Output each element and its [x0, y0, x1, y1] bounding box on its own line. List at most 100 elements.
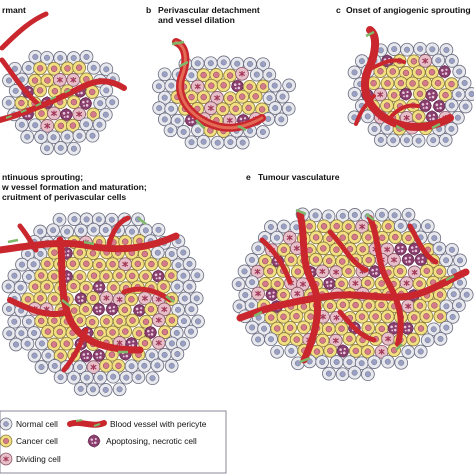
- panel-e-title-line-1: Tumour vasculature: [258, 172, 340, 182]
- dividing-cell: [46, 106, 62, 121]
- cancer-cell: [105, 257, 120, 272]
- dividing-cell: [99, 290, 114, 306]
- normal-cell: [431, 53, 446, 68]
- cancer-cell: [125, 269, 140, 283]
- normal-cell: [98, 383, 113, 397]
- normal-cell: [432, 241, 447, 256]
- normal-cell: [163, 123, 178, 138]
- legend: Normal cell Cancer cell Dividing cell Bl…: [0, 410, 227, 474]
- normal-cell: [347, 65, 362, 80]
- normal-cell: [106, 369, 121, 384]
- normal-cell: [182, 279, 197, 294]
- normal-cell: [439, 253, 453, 268]
- normal-cell: [444, 98, 459, 113]
- normal-cell: [105, 95, 120, 110]
- normal-cell: [53, 141, 68, 155]
- normal-cell: [15, 257, 29, 272]
- normal-cell: [264, 332, 278, 347]
- normal-cell: [452, 298, 466, 313]
- normal-cell: [53, 370, 68, 385]
- normal-cell: [237, 264, 252, 279]
- cancer-cell: [323, 343, 338, 358]
- normal-cell: [203, 56, 218, 71]
- normal-cell: [439, 320, 454, 335]
- normal-cell: [216, 55, 231, 70]
- panel-d-title-line-3: cruitment of perivascular cells: [2, 192, 126, 202]
- normal-cell: [268, 101, 283, 115]
- cancer-cell: [263, 264, 277, 279]
- normal-cell: [21, 61, 36, 75]
- legend-frame: [0, 410, 227, 474]
- cancer-cell: [241, 101, 256, 115]
- normal-cell: [451, 87, 466, 102]
- normal-cell: [426, 133, 441, 148]
- cancer-cell: [380, 309, 395, 324]
- cancer-cell: [28, 279, 43, 294]
- cancer-cell: [66, 279, 81, 294]
- normal-cell: [347, 87, 362, 101]
- cancer-cell: [99, 269, 114, 284]
- normal-cell: [79, 117, 94, 132]
- dividing-cell: [118, 257, 133, 272]
- cancer-cell: [361, 253, 376, 267]
- cancer-cell: [316, 241, 331, 256]
- cancer-cell: [248, 89, 263, 104]
- cancer-cell: [40, 279, 54, 294]
- cancer-cell: [431, 76, 445, 90]
- legend-normal-cell-label: Normal cell: [16, 419, 58, 429]
- panel-c-title-line-1: Onset of angiogenic sprouting: [346, 5, 471, 15]
- panel-b-letter: b: [146, 5, 151, 15]
- panel-c-label: c Onset of angiogenic sprouting: [336, 5, 471, 15]
- cancer-cell: [165, 313, 179, 328]
- normal-cell: [72, 128, 87, 143]
- cancer-cell: [144, 257, 159, 271]
- cancer-cell: [411, 109, 426, 124]
- cancer-cell: [215, 102, 230, 116]
- panel-b-label: b Perivascular detachment and vessel dil…: [146, 5, 260, 25]
- cancer-cell: [368, 309, 383, 324]
- normal-cell: [164, 358, 179, 373]
- cancer-cell: [393, 264, 407, 279]
- normal-cell: [329, 355, 344, 369]
- panel-a-vessel: [0, 11, 127, 123]
- normal-cell: [47, 359, 62, 373]
- normal-cell: [170, 279, 185, 294]
- cancer-cell: [60, 61, 75, 76]
- normal-cell: [27, 348, 42, 363]
- normal-cell: [152, 79, 166, 94]
- cancer-cell: [413, 86, 427, 101]
- panel-a-label: rmant: [2, 5, 26, 15]
- cancer-cell: [361, 320, 376, 335]
- normal-cell: [40, 141, 54, 156]
- normal-cell: [35, 336, 49, 351]
- normal-cell: [21, 314, 36, 329]
- cancer-cell: [336, 297, 350, 312]
- normal-cell: [267, 78, 282, 93]
- panel-e-letter: e: [246, 172, 251, 182]
- normal-cell: [275, 89, 290, 104]
- cancer-cell: [309, 252, 323, 267]
- dividing-cell: [315, 264, 330, 279]
- cancer-cell: [321, 322, 336, 336]
- normal-cell: [411, 133, 426, 148]
- normal-cell: [256, 125, 270, 139]
- normal-cell: [151, 222, 166, 237]
- legend-cancer-cell-label: Cancer cell: [16, 436, 58, 446]
- normal-cell: [284, 344, 299, 358]
- cancer-cell: [66, 256, 80, 271]
- normal-cell: [184, 324, 198, 339]
- cancer-cell: [290, 264, 305, 279]
- normal-cell: [387, 42, 402, 56]
- panel-a-cells: [1, 50, 120, 156]
- cancer-cell: [157, 256, 172, 271]
- normal-cell: [347, 208, 362, 222]
- legend-cancer-cell-swatch: [0, 434, 13, 448]
- normal-cell: [401, 207, 416, 222]
- dividing-cell: [251, 286, 266, 301]
- dividing-cell: [234, 66, 250, 81]
- normal-cell: [361, 367, 375, 382]
- dividing-cell: [151, 335, 166, 350]
- normal-cell: [13, 280, 28, 295]
- necrotic-cell: [401, 252, 416, 267]
- normal-cell: [67, 212, 82, 226]
